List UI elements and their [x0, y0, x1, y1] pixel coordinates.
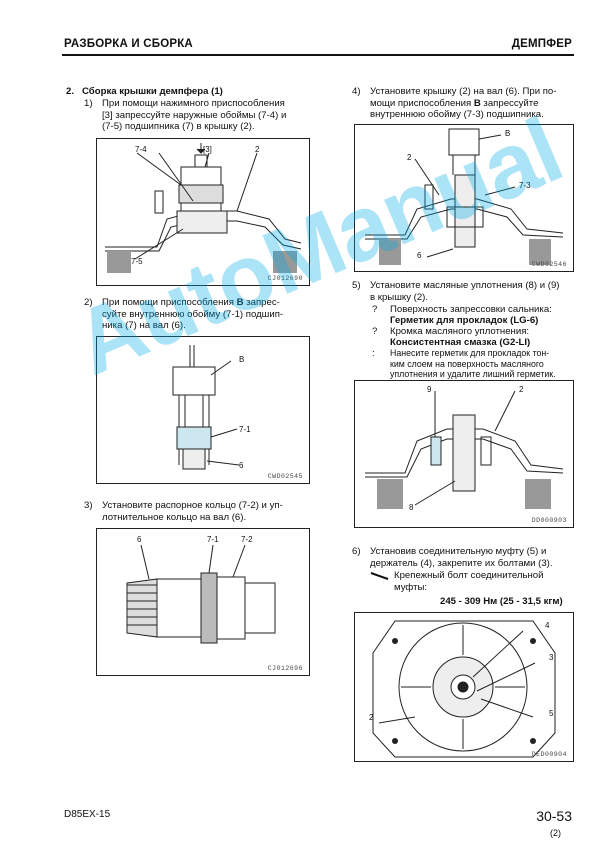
- section-number: 2.: [66, 86, 75, 97]
- footer-revision: (2): [550, 828, 561, 838]
- step-4-line-2: мощи приспособления B запрессуйте: [370, 97, 539, 109]
- callout-3: 3: [549, 653, 554, 662]
- footer-page-number: 30-53: [536, 808, 572, 824]
- step-5-line-1: Установите масляные уплотнения (8) и (9): [370, 280, 560, 291]
- figure-cover-on-shaft: B 2 7-3 6 CWD02546: [354, 124, 574, 272]
- note-3-line-2: ким слоем на поверхность масляного: [390, 358, 544, 369]
- figure-drawing: [126, 544, 276, 644]
- header-rule: [62, 54, 574, 56]
- callout-7-1: 7-1: [207, 535, 219, 544]
- step-4-line-3: внутреннюю обойму (7-3) подшипника.: [370, 109, 544, 120]
- callout-tool-b: B: [505, 129, 511, 138]
- step-number: 5): [352, 280, 361, 291]
- figure-drawing: [105, 143, 302, 273]
- callout-6: 6: [417, 251, 422, 260]
- figure-code: CWD02545: [267, 473, 303, 480]
- callout-6: 6: [239, 461, 244, 470]
- step-number: 2): [84, 297, 93, 308]
- callout-5: 5: [549, 709, 554, 718]
- figure-bearing-outer-race-press: 7-4 [3] 2 7-5 CJ012690: [96, 138, 310, 286]
- callout-7-1: 7-1: [239, 425, 251, 434]
- callout-7-5: 7-5: [131, 257, 143, 266]
- figure-code: DD000903: [531, 517, 567, 524]
- callout-4: 4: [545, 621, 550, 630]
- figure-code: CJ012690: [267, 275, 303, 282]
- step-3-line-1: Установите распорное кольцо (7-2) и уп-: [102, 500, 283, 511]
- step-5-line-2: в крышку (2).: [370, 291, 429, 303]
- callout-2: 2: [255, 145, 260, 154]
- figure-code: CWD02546: [531, 261, 567, 268]
- torque-value: 245 - 309 Нм (25 - 31,5 кгм): [440, 596, 563, 607]
- note-1-material: Герметик для прокладок (LG-6): [390, 315, 539, 326]
- callout-7-2: 7-2: [241, 535, 253, 544]
- callout-2: 2: [407, 153, 412, 162]
- torque-label-line-1: Крепежный болт соединительной: [394, 570, 544, 581]
- step-number: 1): [84, 98, 93, 109]
- torque-wrench-icon: [370, 572, 389, 580]
- note-3-symbol: :: [372, 348, 375, 359]
- header-component-title: ДЕМПФЕР: [511, 38, 572, 50]
- figure-coupling-holder: 4 3 2 5 DED00904: [354, 612, 574, 762]
- note-1-symbol: ?: [372, 304, 378, 315]
- note-3-line-3: уплотнения и удалите лишний герметик.: [390, 369, 556, 379]
- note-2-text: Кромка масляного уплотнения:: [390, 326, 530, 337]
- step-6-line-2: держатель (4), закрепите их болтами (3).: [370, 557, 553, 569]
- step-2-line-2: суйте внутреннюю обойму (7-1) подшип-: [102, 308, 284, 320]
- step-1-line-1: При помощи нажимного приспособления: [102, 98, 285, 109]
- figure-code: CJ012696: [267, 665, 303, 672]
- footer-model: D85EX-15: [64, 809, 111, 820]
- figure-inner-race-press-shaft: B 7-1 6 CWD02545: [96, 336, 310, 484]
- header-section-title: РАЗБОРКА И СБОРКА: [64, 38, 193, 50]
- note-3-line-1: Нанесите герметик для прокладок тон-: [390, 348, 550, 358]
- note-2-material: Консистентная смазка (G2-LI): [390, 337, 531, 348]
- step-2-line-3: ника (7) на вал (6).: [102, 320, 186, 331]
- step-number: 3): [84, 500, 93, 511]
- figure-drawing: [365, 128, 564, 265]
- note-1-text: Поверхность запрессовки сальника:: [390, 304, 552, 315]
- callout-tool-b: B: [239, 355, 245, 364]
- step-1-line-3: (7-5) подшипника (7) в крышку (2).: [102, 121, 255, 132]
- figure-oil-seals: 9 2 8 DD000903: [354, 380, 574, 528]
- figure-drawing: [365, 390, 564, 509]
- figure-drawing: [372, 620, 556, 758]
- step-number: 6): [352, 546, 361, 557]
- step-4-line-1: Установите крышку (2) на вал (6). При по…: [370, 86, 557, 97]
- callout-6: 6: [137, 535, 142, 544]
- callout-9: 9: [427, 385, 432, 394]
- callout-8: 8: [409, 503, 414, 512]
- callout-7-4: 7-4: [135, 145, 147, 154]
- step-3-line-2: лотнительное кольцо на вал (6).: [102, 511, 247, 523]
- torque-label-line-2: муфты:: [394, 581, 428, 593]
- step-1-line-2: [3] запрессуйте наружные обоймы (7-4) и: [102, 109, 287, 121]
- step-2-line-1: При помощи приспособления B запрес-: [102, 297, 280, 308]
- callout-2: 2: [369, 713, 374, 722]
- section-title: Сборка крышки демпфера (1): [82, 86, 223, 97]
- callout-2: 2: [519, 385, 524, 394]
- note-2-symbol: ?: [372, 326, 378, 337]
- callout-tool-3: [3]: [203, 145, 212, 154]
- figure-spacer-ring-shaft: 6 7-1 7-2 CJ012696: [96, 528, 310, 676]
- figure-drawing: [172, 345, 240, 470]
- step-6-line-1: Установив соединительную муфту (5) и: [370, 546, 547, 557]
- figure-code: DED00904: [531, 751, 567, 758]
- callout-7-3: 7-3: [519, 181, 531, 190]
- step-number: 4): [352, 86, 361, 97]
